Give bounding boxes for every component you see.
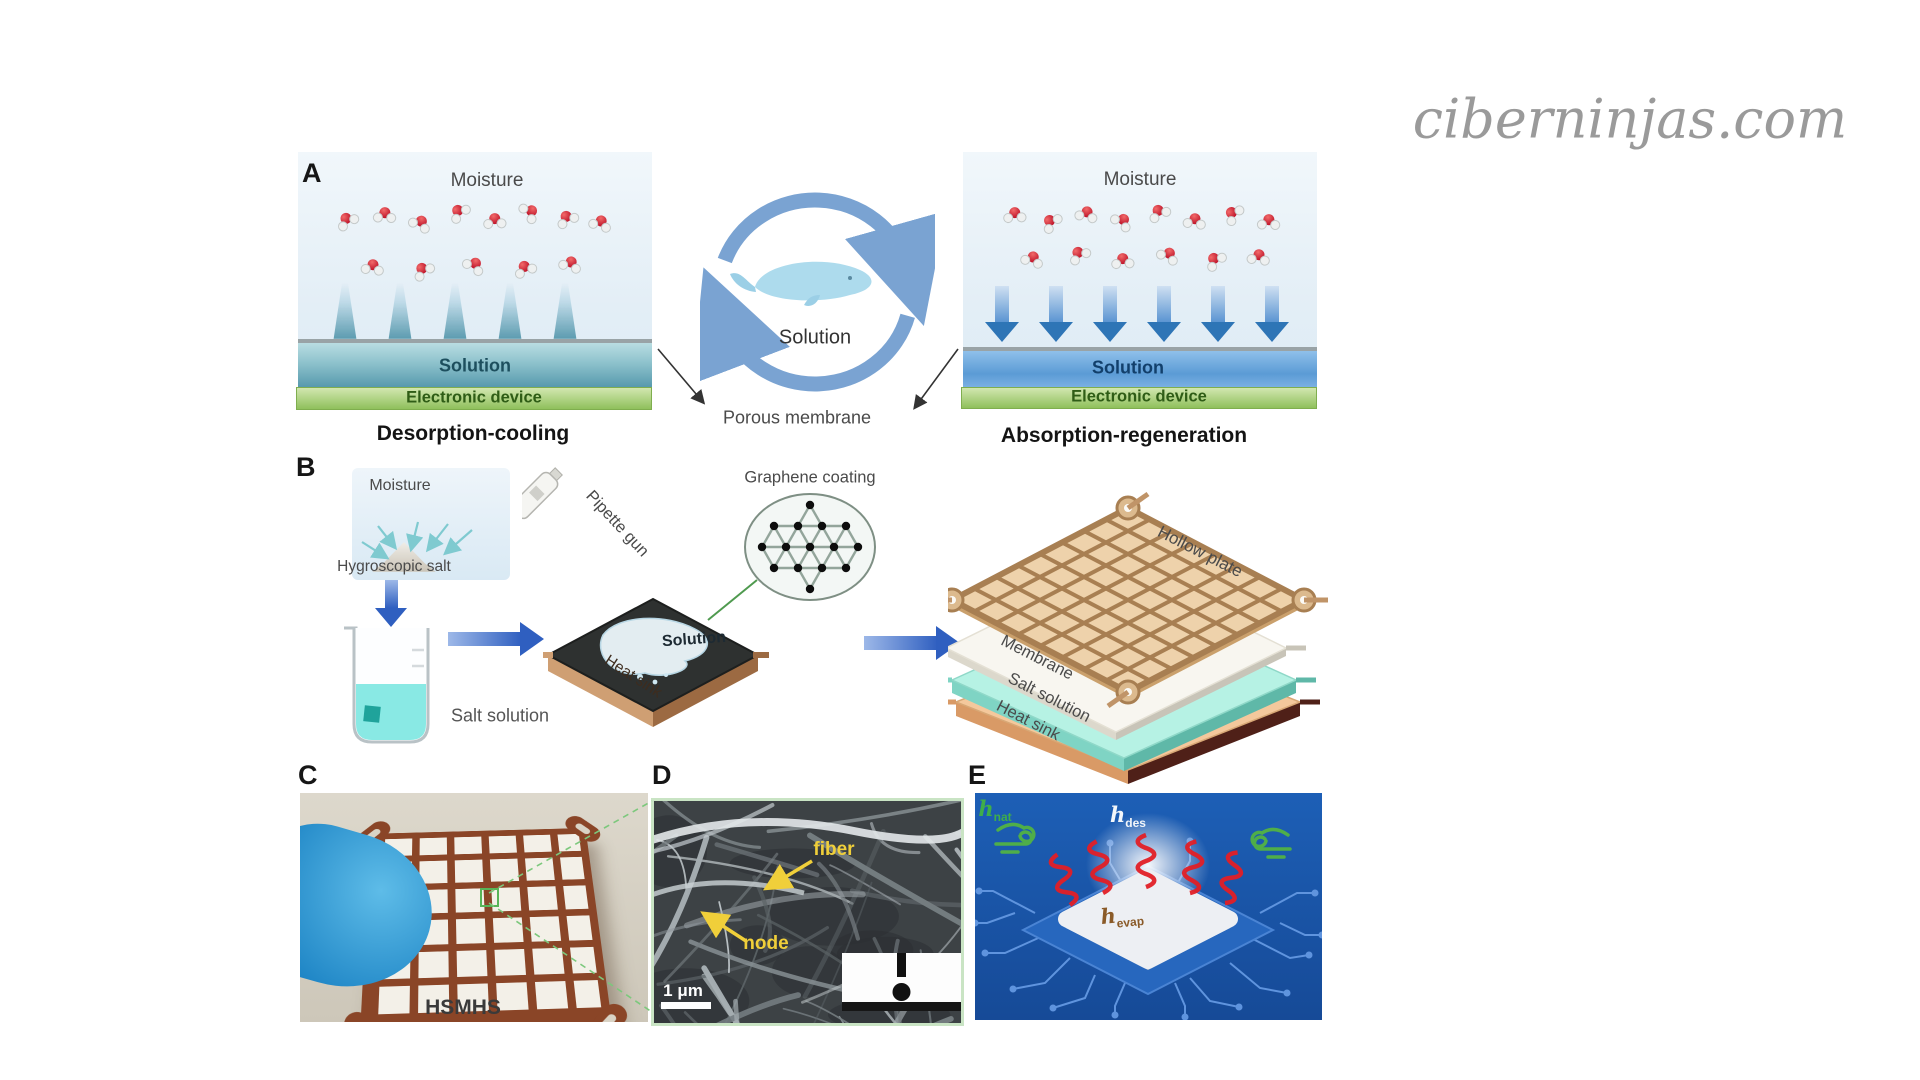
panel-a-label: A xyxy=(302,158,322,188)
desorption-cooling-caption: Desorption-cooling xyxy=(376,422,570,445)
panel-e-label: E xyxy=(968,760,987,790)
h-nat-label: hnat xyxy=(978,795,1012,825)
electronic-device-label-left: Electronic device xyxy=(406,388,542,407)
magnified-region-marker xyxy=(480,888,499,907)
absorption-regeneration-caption: Absorption-regeneration xyxy=(1000,424,1248,447)
electronic-device-label-right: Electronic device xyxy=(1071,387,1207,406)
solution-label-left: Solution xyxy=(439,355,511,376)
moisture-label-right: Moisture xyxy=(1103,169,1177,190)
water-molecule-icon xyxy=(1002,204,1028,224)
panel-d-label: D xyxy=(652,760,672,790)
porous-membrane-label: Porous membrane xyxy=(722,407,872,428)
node-label: node xyxy=(743,933,789,954)
device-corner-tab xyxy=(339,1007,388,1022)
water-molecule-icon xyxy=(513,258,539,280)
h-evap-label: hevap xyxy=(1099,902,1145,931)
hygroscopic-salt-label: Hygroscopic salt xyxy=(337,558,451,575)
moisture-down-arrow xyxy=(1255,286,1289,344)
hsmhs-caption: HSMHS xyxy=(425,996,501,1019)
process-arrow-2 xyxy=(864,626,960,660)
device-corner-tab xyxy=(561,812,605,846)
salt-solution-label: Salt solution xyxy=(450,705,550,726)
solution-layer-left xyxy=(298,339,652,391)
cycle-solution-label: Solution xyxy=(778,326,852,349)
graphene-coating-label: Graphene coating xyxy=(744,468,876,487)
moisture-down-arrow xyxy=(1039,286,1073,344)
heat-sink-b-icon xyxy=(543,597,769,727)
solution-layer-right xyxy=(963,347,1317,389)
process-arrow-1 xyxy=(448,622,544,656)
scale-bar xyxy=(661,1002,711,1009)
solution-label-right: Solution xyxy=(1092,357,1164,378)
exploded-stack-icon xyxy=(948,491,1328,784)
panel-c-label: C xyxy=(298,760,318,790)
solution-whale-icon xyxy=(730,261,872,306)
moisture-down-arrow xyxy=(1147,286,1181,344)
beaker-icon xyxy=(344,626,430,744)
sem-image xyxy=(651,798,964,1026)
water-molecule-icon xyxy=(1110,250,1136,270)
water-molecule-icon xyxy=(482,210,508,230)
moisture-down-arrow xyxy=(985,286,1019,344)
moisture-down-arrow xyxy=(1201,286,1235,344)
panel-b-label: B xyxy=(296,452,316,482)
fiber-label: fiber xyxy=(813,839,855,860)
chip-render-image xyxy=(975,793,1322,1020)
graphene-lattice-icon xyxy=(744,493,876,601)
down-arrow-b xyxy=(375,580,409,628)
scale-bar-label: 1 μm xyxy=(663,981,703,1000)
h-des-label: hdes xyxy=(1110,801,1146,831)
moisture-label-left: Moisture xyxy=(450,170,524,191)
electronic-device-bar-right xyxy=(961,387,1317,409)
pipette-icon xyxy=(522,467,563,520)
moisture-label-b: Moisture xyxy=(369,477,431,494)
moisture-down-arrow xyxy=(1093,286,1127,344)
device-corner-tab xyxy=(584,999,632,1022)
recycle-cycle-icon xyxy=(700,192,935,392)
hsmhs-photo xyxy=(300,793,648,1022)
site-watermark: ciberninjas.com xyxy=(1412,87,1848,151)
electronic-device-bar-left xyxy=(296,387,652,410)
